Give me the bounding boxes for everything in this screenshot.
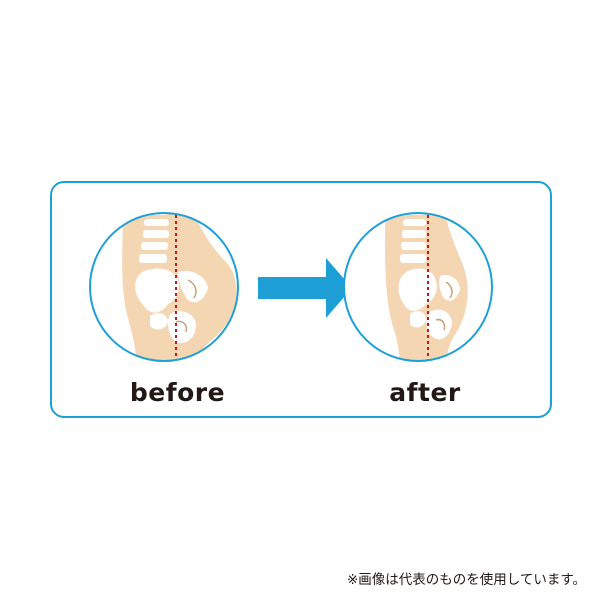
footnote: ※画像は代表のものを使用しています。 bbox=[346, 572, 586, 588]
pelvis-after-illustration bbox=[343, 212, 493, 362]
after-label: after bbox=[389, 378, 461, 407]
right-arrow-icon bbox=[258, 258, 352, 318]
before-label: before bbox=[129, 378, 226, 407]
pelvis-before-illustration bbox=[89, 212, 239, 362]
